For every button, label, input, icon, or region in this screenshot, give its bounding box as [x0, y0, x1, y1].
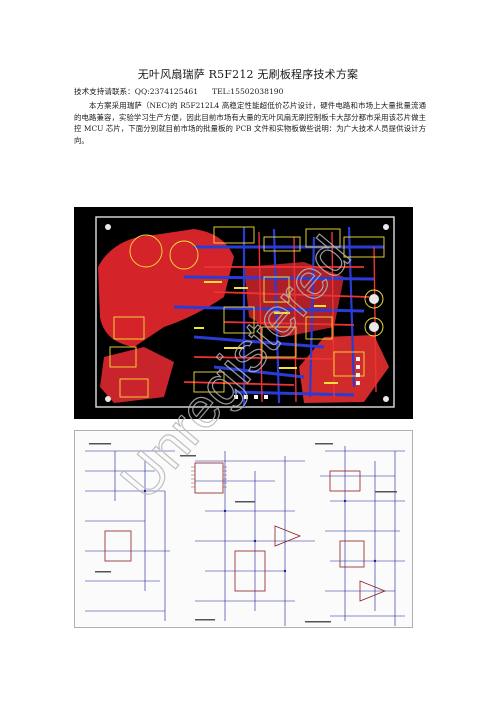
document-title: 无叶风扇瑞萨 R5F212 无刷板程序技术方案 [137, 68, 359, 81]
contact-tel: TEL:15502038190 [212, 87, 284, 96]
contact-qq: 技术支持请联系：QQ:2374125461 [74, 87, 199, 96]
schematic-drawing [75, 431, 412, 627]
contact-line: 技术支持请联系：QQ:2374125461 TEL:15502038190 [74, 86, 297, 97]
pcb-layout-image [74, 207, 413, 419]
pcb-layout-drawing [74, 207, 413, 419]
schematic-image [74, 430, 413, 628]
intro-paragraph: 本方案采用瑞萨（NEC)的 R5F212L4 高稳定性能超低价芯片设计，硬件电路… [74, 101, 426, 145]
